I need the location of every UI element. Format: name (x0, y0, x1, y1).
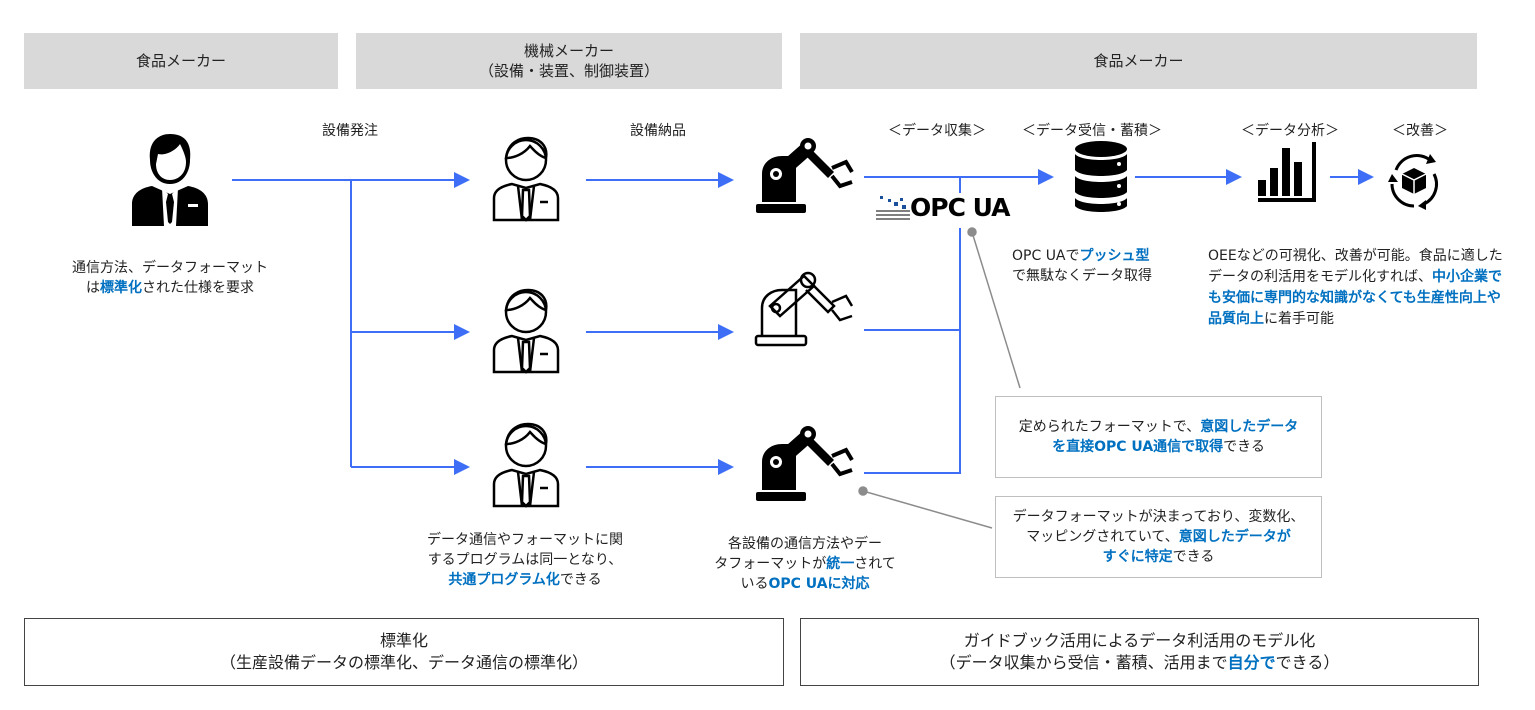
collect-vertical (864, 228, 961, 474)
opc-ua-logo: OPC UA (876, 193, 1036, 223)
footer-modeling: ガイドブック活用によるデータ利活用のモデル化 （データ収集から受信・蓄積、活用ま… (800, 618, 1479, 686)
label-improve: ＜改善＞ (1392, 123, 1448, 139)
header-subtitle: （設備・装置、制御装置） (478, 62, 659, 80)
footer-title: 標準化 (379, 631, 428, 650)
callout-line-2 (862, 490, 993, 529)
header-food-maker-left: 食品メーカー (24, 33, 338, 89)
opcua-support-description: 各設備の通信方法やデー タフォーマットが統一されて いるOPC UAに対応 (714, 536, 896, 592)
header-food-maker-right: 食品メーカー (800, 33, 1477, 89)
footer-title: ガイドブック活用によるデータ利活用のモデル化 (963, 631, 1316, 650)
businessman-filled-icon (132, 134, 208, 226)
robot-arm-filled-icon (756, 426, 854, 501)
label-collect: ＜データ収集＞ (888, 123, 986, 139)
label-order: 設備発注 (322, 123, 378, 139)
footer-subtitle: （生産設備データの標準化、データ通信の標準化） (219, 653, 588, 672)
header-title: 食品メーカー (135, 52, 226, 70)
callout-note-direct-acquisition: 定められたフォーマットで、意図したデータ を直接OPC UA通信で取得できる (995, 396, 1322, 478)
callout-dot-1 (967, 227, 977, 237)
label-receive: ＜データ受信・蓄積＞ (1022, 123, 1162, 139)
common-program-description: データ通信やフォーマットに関 するプログラムは同一となり、 共通プログラム化でき… (427, 532, 623, 588)
food-maker-description: 通信方法、データフォーマット は標準化された仕様を要求 (72, 260, 268, 296)
callout-dot-2 (858, 486, 868, 496)
improvement-cycle-icon (1388, 154, 1438, 210)
footer-subtitle: （データ収集から受信・蓄積、活用まで自分でできる） (939, 653, 1340, 672)
opc-ua-logo-mark-icon (876, 196, 910, 220)
engineer-outline-icon (492, 422, 560, 508)
bar-chart-icon (1258, 142, 1316, 202)
header-title: 食品メーカー (1093, 52, 1184, 70)
push-description: OPC UAでプッシュ型 で無駄なくデータ取得 (1012, 248, 1152, 284)
engineer-outline-icon (492, 136, 560, 222)
callout-line-1 (971, 231, 1021, 389)
engineer-outline-icon (492, 288, 560, 374)
header-title: 機械メーカー (523, 42, 614, 60)
database-icon (1075, 141, 1127, 212)
analysis-description: OEEなどの可視化、改善が可能。食品に適したデータの利活用をモデル化すれば、中小… (1208, 248, 1503, 327)
opc-ua-logo-text: OPC UA (910, 193, 1011, 222)
callout-note-mapping: データフォーマットが決まっており、変数化、 マッピングされていて、意図したデータ… (995, 496, 1322, 578)
robot-arm-filled-icon (756, 138, 854, 213)
robot-arm-outline-icon (754, 271, 854, 347)
header-machine-maker: 機械メーカー （設備・装置、制御装置） (356, 33, 782, 89)
label-analyze: ＜データ分析＞ (1241, 123, 1339, 139)
footer-standardization: 標準化 （生産設備データの標準化、データ通信の標準化） (24, 618, 784, 686)
label-delivery: 設備納品 (630, 123, 686, 139)
